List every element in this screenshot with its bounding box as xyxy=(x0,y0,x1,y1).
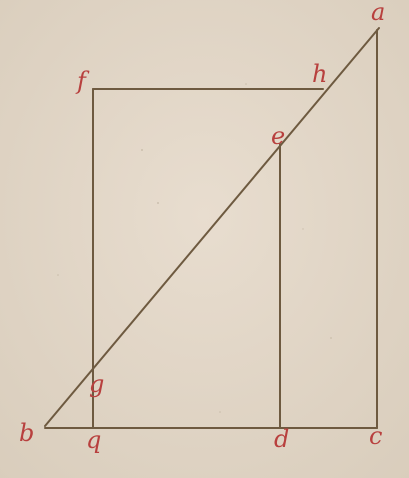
label-b: b xyxy=(19,419,34,447)
line-a-b xyxy=(44,27,380,427)
label-h: h xyxy=(312,60,327,88)
label-e: e xyxy=(271,122,285,150)
label-a: a xyxy=(371,0,385,26)
label-g: g xyxy=(89,370,104,398)
diagram-lines xyxy=(44,27,380,429)
paper-specks xyxy=(57,83,332,413)
label-q: q xyxy=(86,426,101,454)
label-d: d xyxy=(274,425,289,453)
label-c: c xyxy=(369,422,382,450)
